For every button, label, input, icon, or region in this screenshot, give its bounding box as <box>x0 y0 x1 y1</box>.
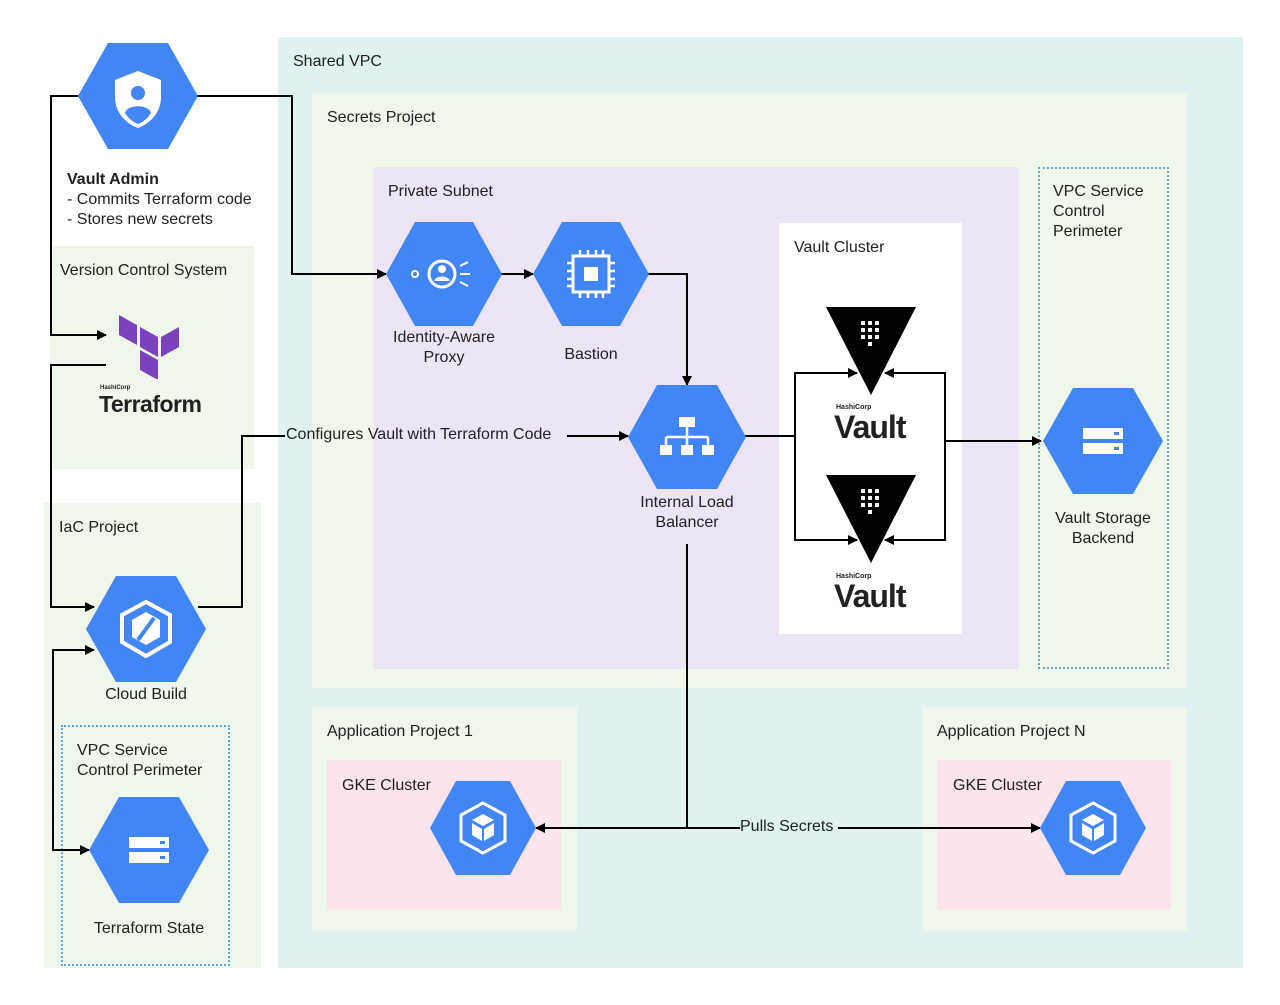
vault-node-1-wordmark: Vault <box>834 409 906 445</box>
vault-node-2-icon <box>826 475 916 563</box>
edge-admin-to-iap <box>195 95 387 279</box>
terraform-logo-icon <box>119 315 179 379</box>
edge-vault-top-right <box>884 368 946 441</box>
gke-cluster-n-label: GKE Cluster <box>953 777 1042 794</box>
vault-admin-icon <box>78 43 198 149</box>
storage-backend-icon <box>1043 388 1163 494</box>
edge-label-configures: Configures Vault with Terraform Code <box>286 426 552 443</box>
edge-vault-bottom-left <box>794 436 858 545</box>
secrets-project-label: Secrets Project <box>327 109 436 126</box>
vault-node-2-hashicorp: HashiCorp <box>836 573 872 580</box>
edge-bastion-to-ilb <box>648 273 692 386</box>
identity-aware-proxy-label: Identity-Aware Proxy <box>393 329 495 366</box>
edge-vault-bottom-right <box>884 441 946 545</box>
load-balancer-label: Internal Load Balancer <box>640 494 734 531</box>
vault-admin-line1: - Commits Terraform code <box>67 191 252 208</box>
edge-terraform-to-cloudbuild <box>50 364 106 612</box>
vpc-sc-secrets-label: VPC Service Control Perimeter <box>1053 183 1144 240</box>
vault-node-1-icon <box>826 307 916 395</box>
edge-cloudbuild-to-ilb <box>198 435 285 608</box>
gke-n-icon <box>1040 781 1146 875</box>
edge-vault-top-left <box>794 368 858 436</box>
vault-node-1-hashicorp: HashiCorp <box>836 404 872 411</box>
app-project-1-label: Application Project 1 <box>327 723 473 740</box>
shared-vpc-label: Shared VPC <box>293 53 382 70</box>
terraform-wordmark: Terraform <box>99 391 202 417</box>
vault-node-2-wordmark: Vault <box>834 578 906 614</box>
terraform-hashicorp-text: HashiCorp <box>100 385 131 391</box>
gke-cluster-1-label: GKE Cluster <box>342 777 431 794</box>
gke-1-icon <box>430 781 536 875</box>
vault-admin-title: Vault Admin <box>67 171 159 188</box>
cloud-build-icon <box>86 576 206 682</box>
cloud-build-label: Cloud Build <box>105 686 187 703</box>
vcs-label: Version Control System <box>60 262 228 279</box>
vpc-sc-secrets-zone <box>1038 167 1169 669</box>
vpc-sc-iac-zone <box>61 725 230 966</box>
edge-admin-to-terraform <box>50 95 107 340</box>
identity-aware-proxy-icon <box>386 222 502 326</box>
private-subnet-label: Private Subnet <box>388 183 493 200</box>
bastion-label: Bastion <box>564 346 618 363</box>
vault-cluster-zone <box>779 223 962 634</box>
edge-label-pulls: Pulls Secrets <box>740 818 834 835</box>
terraform-state-label: Terraform State <box>93 920 205 937</box>
app-project-n-label: Application Project N <box>937 723 1086 740</box>
vault-admin-line2: - Stores new secrets <box>67 211 213 228</box>
iac-project-label: IaC Project <box>59 519 139 536</box>
load-balancer-icon <box>628 385 746 489</box>
edge-cloudbuild-state <box>52 645 95 855</box>
bastion-icon <box>533 222 649 326</box>
terraform-state-icon <box>89 797 209 903</box>
storage-backend-label: Vault Storage Backend <box>1055 510 1151 547</box>
vault-cluster-label: Vault Cluster <box>794 239 885 256</box>
